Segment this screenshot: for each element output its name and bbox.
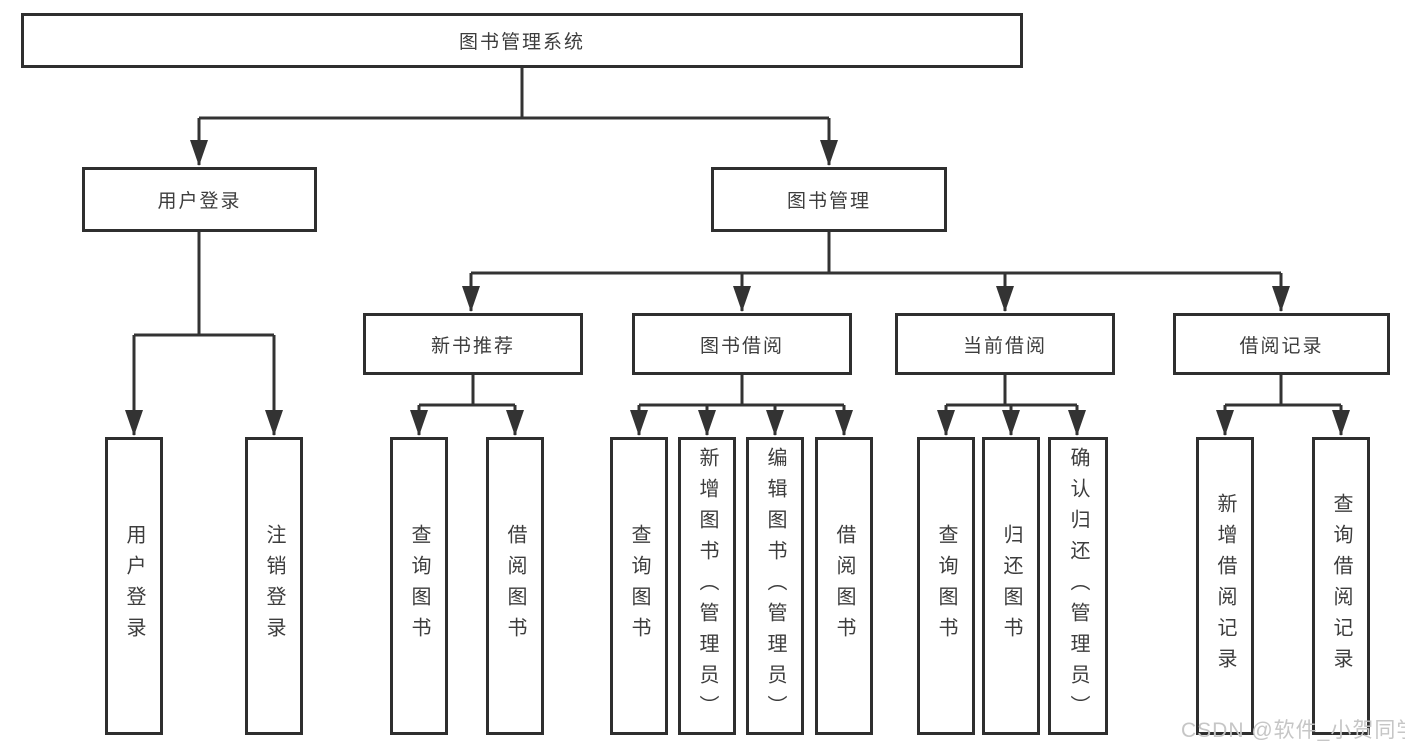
leaf-label: 查询图书	[935, 524, 957, 648]
leaf-user-login: 用户登录	[105, 437, 163, 735]
leaf-query-books-borrow: 查询图书	[610, 437, 668, 735]
leaf-label: 归还图书	[1000, 524, 1022, 648]
leaf-label: 注销登录	[263, 524, 285, 648]
leaf-add-borrow-record: 新增借阅记录	[1196, 437, 1254, 735]
leaf-query-borrow-record: 查询借阅记录	[1312, 437, 1370, 735]
leaf-label: 确认归还（管理员）	[1067, 446, 1089, 726]
leaf-logout: 注销登录	[245, 437, 303, 735]
node-label: 图书借阅	[699, 335, 784, 357]
node-new-book-recommend: 新书推荐	[363, 313, 583, 375]
node-label: 用户登录	[157, 191, 242, 212]
node-label: 新书推荐	[430, 335, 515, 357]
node-book-borrow: 图书借阅	[632, 313, 852, 375]
node-label: 当前借阅	[962, 335, 1047, 357]
node-user-login: 用户登录	[82, 167, 317, 232]
leaf-label: 查询图书	[408, 524, 430, 648]
leaf-label: 查询借阅记录	[1330, 493, 1352, 679]
node-label: 借阅记录	[1239, 335, 1324, 357]
csdn-watermark: CSDN @软件_小贺同学	[1181, 719, 1405, 742]
leaf-label: 新增借阅记录	[1214, 493, 1236, 679]
leaf-query-books-current: 查询图书	[917, 437, 975, 735]
leaf-edit-book-admin: 编辑图书（管理员）	[746, 437, 804, 735]
node-book-management: 图书管理	[711, 167, 947, 232]
leaf-return-books: 归还图书	[982, 437, 1040, 735]
leaf-confirm-return-admin: 确认归还（管理员）	[1048, 437, 1108, 735]
leaf-borrow-books-recommend: 借阅图书	[486, 437, 544, 735]
node-borrow-records: 借阅记录	[1173, 313, 1390, 375]
leaf-label: 借阅图书	[833, 524, 855, 648]
leaf-borrow-books: 借阅图书	[815, 437, 873, 735]
leaf-label: 编辑图书（管理员）	[764, 446, 786, 726]
node-library-management-system: 图书管理系统	[21, 13, 1023, 68]
leaf-label: 新增图书（管理员）	[696, 446, 718, 726]
node-current-borrow: 当前借阅	[895, 313, 1115, 375]
leaf-label: 借阅图书	[504, 524, 526, 648]
node-label: 图书管理系统	[458, 32, 585, 53]
node-label: 图书管理	[786, 191, 871, 212]
leaf-add-book-admin: 新增图书（管理员）	[678, 437, 736, 735]
leaf-query-books-recommend: 查询图书	[390, 437, 448, 735]
leaf-label: 查询图书	[628, 524, 650, 648]
leaf-label: 用户登录	[123, 524, 145, 648]
